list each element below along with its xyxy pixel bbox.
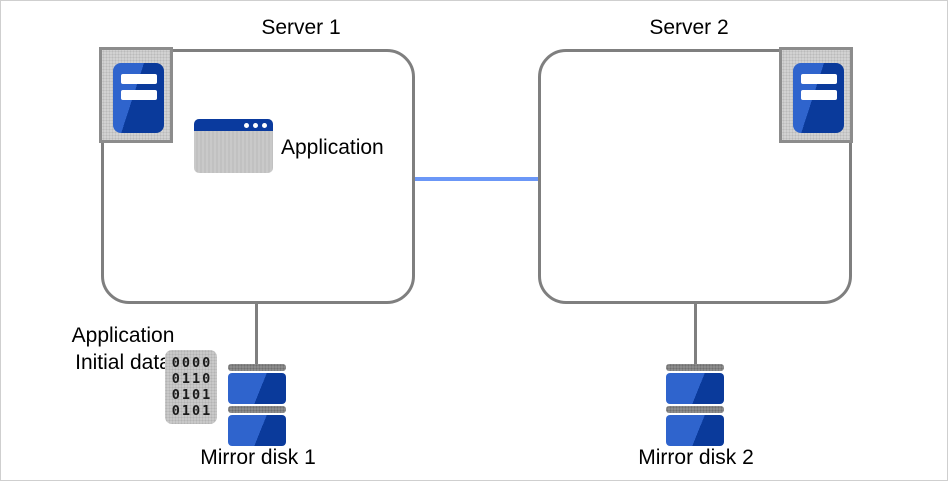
server-drive-slot <box>801 90 837 100</box>
binary-row: 0000 <box>171 355 213 371</box>
server1-tower-icon <box>99 47 173 143</box>
mirror-disk2-icon <box>666 364 724 448</box>
disk-platter <box>666 415 724 446</box>
mirror-disk2-label: Mirror disk 2 <box>638 446 754 469</box>
server-drive-slot <box>121 90 157 100</box>
server-drive-slot <box>801 74 837 84</box>
mirror-disk1-icon <box>228 364 286 448</box>
server-tower-body <box>793 63 844 133</box>
server2-disk-connector <box>694 302 697 366</box>
application-window-icon <box>194 119 273 173</box>
server-drive-slot <box>121 74 157 84</box>
disk-platter <box>666 373 724 404</box>
server1-disk-connector <box>255 302 258 366</box>
server2-label: Server 2 <box>649 16 729 39</box>
binary-row: 0101 <box>171 403 213 419</box>
app-initial-data-line1: Application <box>71 324 175 347</box>
server-tower-body <box>113 63 164 133</box>
titlebar-dot-icon <box>244 122 249 128</box>
window-titlebar <box>194 119 273 131</box>
server-interconnect-line <box>415 177 538 181</box>
disk-cap <box>666 406 724 413</box>
disk-cap <box>666 364 724 371</box>
binary-row: 0110 <box>171 371 213 387</box>
app-initial-data-label: Application Initial data <box>72 322 175 376</box>
binary-row: 0101 <box>171 387 213 403</box>
titlebar-dot-icon <box>262 122 267 128</box>
server2-tower-icon <box>779 47 853 143</box>
disk-cap <box>228 364 286 371</box>
server1-label: Server 1 <box>261 16 341 39</box>
app-initial-data-line2: Initial data <box>75 351 171 374</box>
titlebar-dot-icon <box>253 122 258 128</box>
binary-data-icon: 0000 0110 0101 0101 <box>165 350 217 424</box>
application-label: Application <box>281 136 384 159</box>
disk-platter <box>228 415 286 446</box>
disk-cap <box>228 406 286 413</box>
mirror-disk1-label: Mirror disk 1 <box>200 446 316 469</box>
disk-platter <box>228 373 286 404</box>
